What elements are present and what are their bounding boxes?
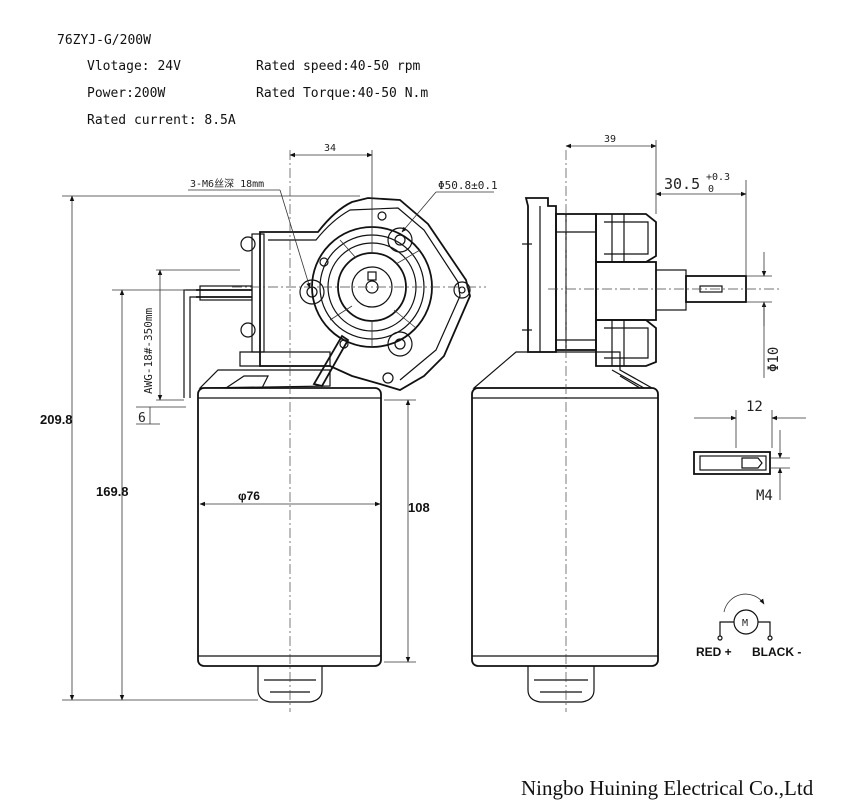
dim-6: 6 bbox=[138, 411, 146, 426]
dim-phi76: φ76 bbox=[238, 489, 260, 503]
spec-block: 76ZYJ-G/200W Vlotage: 24V Power:200W Rat… bbox=[57, 33, 428, 128]
wiring-diagram: M RED + BLACK - bbox=[696, 593, 801, 659]
torque-label: Rated Torque:40-50 N.m bbox=[256, 86, 428, 101]
dim-30-5: 30.5 bbox=[664, 175, 700, 193]
front-dimensions: 34 3-M6丝深 18mm Φ50.8±0.1 AWG-18#-350mm 6… bbox=[40, 143, 498, 701]
black-minus-label: BLACK - bbox=[752, 645, 801, 659]
motor-can-front bbox=[197, 387, 382, 667]
dim-m4: M4 bbox=[756, 488, 773, 504]
speed-label: Rated speed:40-50 rpm bbox=[256, 59, 421, 74]
power-label: Power:200W bbox=[87, 86, 165, 101]
model-label: 76ZYJ-G/200W bbox=[57, 33, 151, 48]
dim-awg-wire: AWG-18#-350mm bbox=[142, 308, 155, 394]
side-dimensions: 39 30.5 +0.3 0 Φ10 bbox=[565, 134, 782, 378]
dim-34: 34 bbox=[324, 143, 336, 154]
dim-39: 39 bbox=[604, 134, 616, 145]
dim-phi50: Φ50.8±0.1 bbox=[438, 179, 498, 192]
dim-m6-thread: 3-M6丝深 18mm bbox=[190, 178, 264, 190]
dim-169-8: 169.8 bbox=[96, 484, 129, 499]
motor-symbol-label: M bbox=[742, 618, 748, 629]
dim-tol-lower: 0 bbox=[708, 184, 714, 195]
dim-tol-upper: +0.3 bbox=[706, 172, 730, 183]
red-plus-label: RED + bbox=[696, 645, 732, 659]
front-view bbox=[183, 150, 486, 712]
motor-can-side bbox=[471, 387, 659, 667]
gearbox-housing bbox=[259, 197, 471, 391]
dim-108: 108 bbox=[408, 500, 430, 515]
dim-209-8: 209.8 bbox=[40, 412, 73, 427]
current-label: Rated current: 8.5A bbox=[87, 113, 236, 128]
company-name: Ningbo Huining Electrical Co.,Ltd bbox=[521, 776, 814, 800]
voltage-label: Vlotage: 24V bbox=[87, 59, 181, 74]
side-view bbox=[471, 150, 780, 712]
shaft-detail: 12 M4 bbox=[693, 399, 806, 504]
dim-12: 12 bbox=[746, 399, 763, 415]
dim-phi10: Φ10 bbox=[766, 347, 782, 372]
